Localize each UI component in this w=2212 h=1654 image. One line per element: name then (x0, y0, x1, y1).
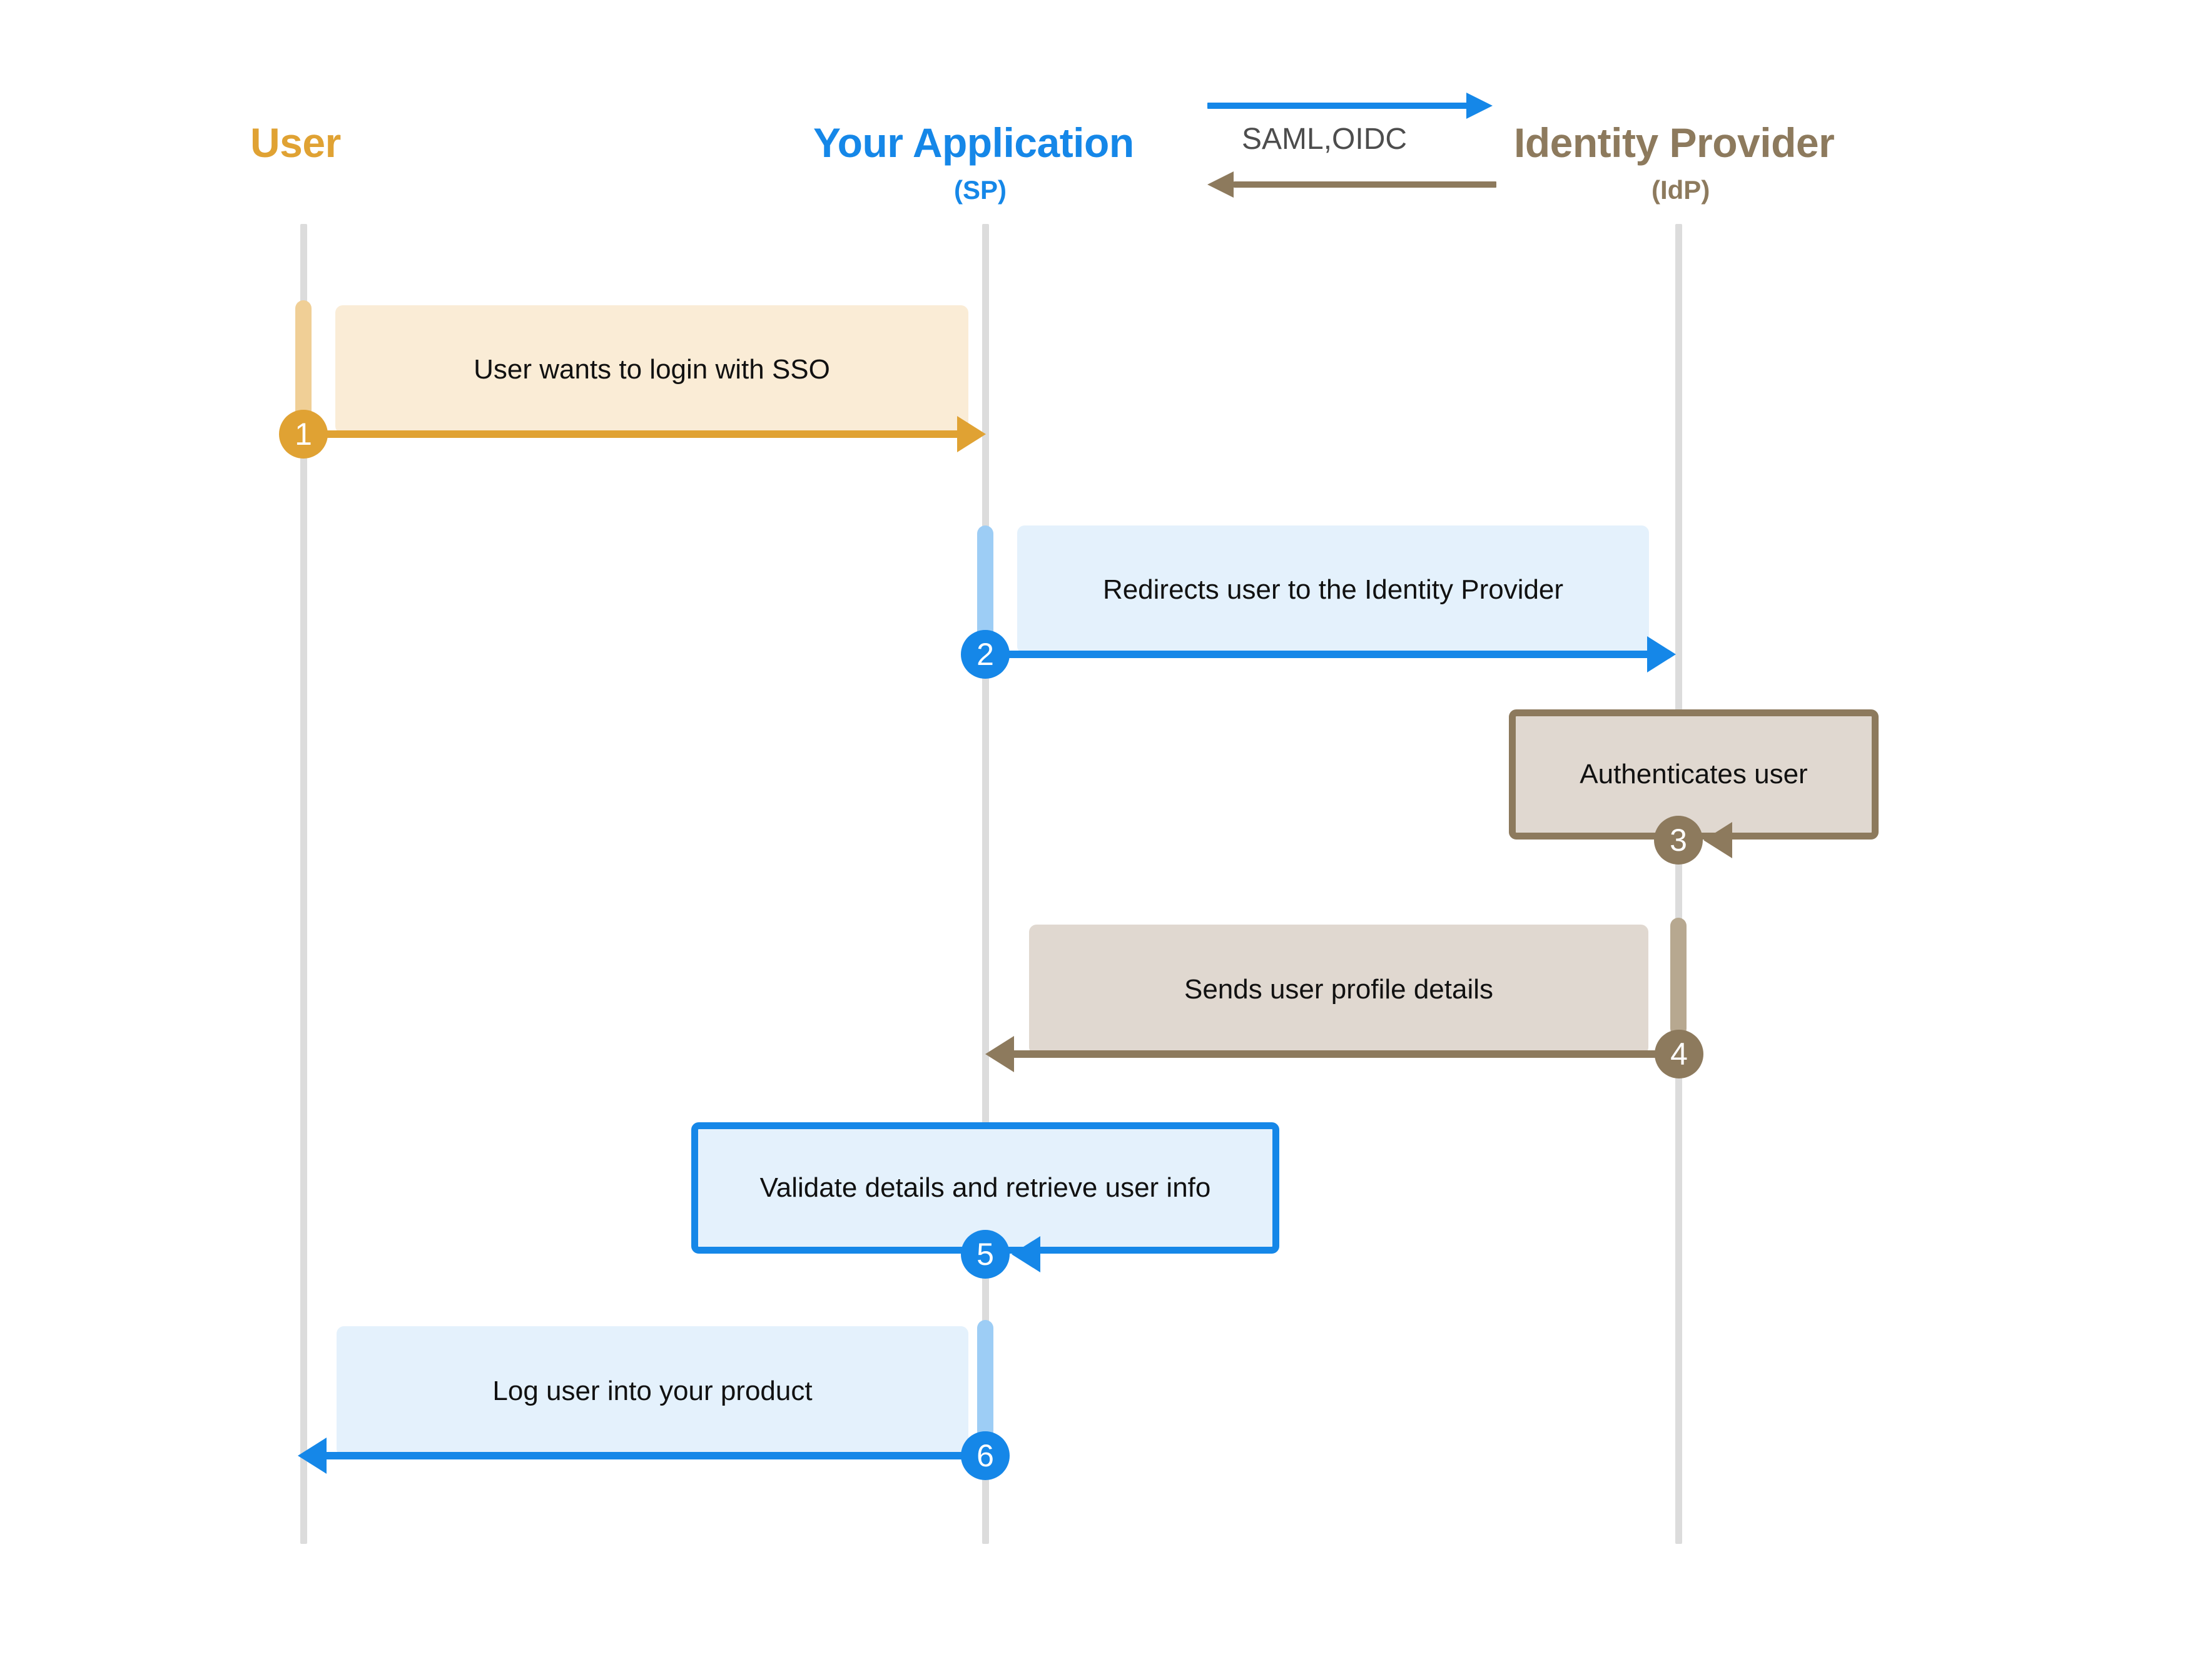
message-arrow-head-step-4 (985, 1036, 1014, 1072)
message-arrow-head-step-6 (298, 1438, 327, 1474)
step-number-1: 1 (295, 417, 312, 452)
actor-label-identity-provider: Identity Provider (1514, 119, 1835, 166)
actor-sublabel-idp: (IdP) (1651, 175, 1710, 205)
message-text-step-1: User wants to login with SSO (474, 353, 830, 385)
step-number-2: 2 (977, 637, 994, 672)
message-box-step-4: Sends user profile details (1029, 925, 1648, 1055)
step-marker-2[interactable]: 2 (961, 630, 1010, 679)
lifeline-user (300, 224, 307, 1544)
step-number-4: 4 (1670, 1037, 1688, 1072)
message-arrow-line-step-4 (1013, 1050, 1679, 1058)
message-arrow-line-step-1 (303, 430, 958, 438)
message-text-step-4: Sends user profile details (1184, 974, 1494, 1005)
step-marker-1[interactable]: 1 (279, 410, 328, 459)
message-arrow-line-step-6 (325, 1452, 985, 1459)
actor-label-your-application: Your Application (813, 119, 1134, 166)
step-number-3: 3 (1670, 823, 1687, 858)
step-number-6: 6 (977, 1438, 994, 1473)
message-text-step-6: Log user into your product (492, 1376, 813, 1406)
activation-bar-step-4 (1670, 918, 1687, 1037)
protocol-arrow-left-line (1234, 181, 1496, 188)
message-arrow-head-step-1 (957, 416, 986, 452)
protocol-legend-label: SAML,OIDC (1242, 123, 1408, 156)
lifeline-idp (1675, 224, 1682, 1544)
message-arrow-head-step-3 (1703, 822, 1732, 858)
message-text-step-2: Redirects user to the Identity Provider (1102, 574, 1564, 605)
activation-bar-step-6 (977, 1320, 993, 1439)
activation-bar-step-2 (977, 525, 993, 644)
message-text-step-5: Validate details and retrieve user info (759, 1172, 1211, 1203)
activation-bar-step-1 (295, 300, 312, 419)
step-marker-5[interactable]: 5 (961, 1230, 1010, 1279)
actor-sublabel-sp: (SP) (954, 175, 1007, 205)
actor-label-user: User (250, 119, 341, 166)
message-arrow-line-step-2 (985, 651, 1648, 658)
message-box-step-2: Redirects user to the Identity Provider (1017, 525, 1649, 654)
step-marker-4[interactable]: 4 (1655, 1030, 1703, 1078)
message-arrow-head-step-5 (1012, 1236, 1040, 1272)
protocol-arrow-right-head (1466, 93, 1493, 119)
step-marker-3[interactable]: 3 (1654, 816, 1703, 865)
step-number-5: 5 (977, 1237, 994, 1272)
protocol-arrow-left-head (1207, 171, 1234, 198)
message-box-step-1: User wants to login with SSO (335, 305, 968, 434)
message-box-step-3: Authenticates user (1509, 709, 1879, 840)
protocol-arrow-right-line (1207, 103, 1470, 109)
lifeline-sp (982, 224, 989, 1544)
message-arrow-head-step-2 (1647, 636, 1676, 672)
step-marker-6[interactable]: 6 (961, 1431, 1010, 1480)
message-text-step-3: Authenticates user (1580, 759, 1808, 789)
message-box-step-6: Log user into your product (337, 1326, 968, 1456)
